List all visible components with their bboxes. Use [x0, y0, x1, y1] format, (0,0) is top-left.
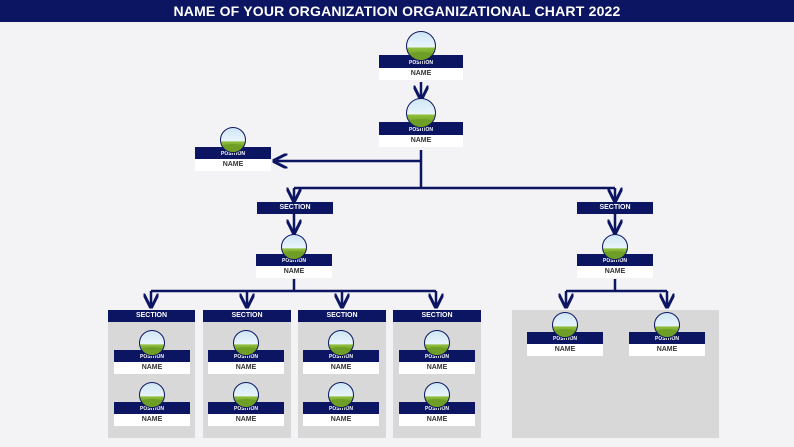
name-label: NAME — [208, 362, 284, 374]
name-label: NAME — [303, 414, 379, 426]
org-card-s2-b[interactable]: POSITION NAME — [208, 382, 284, 426]
avatar-photo-icon — [233, 330, 259, 356]
section-header-right: SECTION — [577, 202, 653, 214]
name-label: NAME — [527, 344, 603, 356]
position-label: POSITION — [629, 332, 705, 344]
org-card-left-manager[interactable]: POSITION NAME — [256, 234, 332, 278]
position-label: POSITION — [577, 254, 653, 266]
avatar-photo-icon — [602, 234, 628, 260]
section-header-1: SECTION — [108, 310, 195, 322]
org-card-right-manager[interactable]: POSITION NAME — [577, 234, 653, 278]
name-label: NAME — [208, 414, 284, 426]
name-label: NAME — [577, 266, 653, 278]
position-label: POSITION — [114, 402, 190, 414]
avatar-photo-icon — [139, 382, 165, 408]
org-card-second[interactable]: POSITION NAME — [379, 98, 463, 147]
position-label: POSITION — [379, 122, 463, 135]
avatar-photo-icon — [654, 312, 680, 338]
name-label: NAME — [303, 362, 379, 374]
avatar-photo-icon — [406, 31, 436, 61]
name-label: NAME — [379, 68, 463, 80]
org-card-s4-a[interactable]: POSITION NAME — [399, 330, 475, 374]
name-label: NAME — [379, 135, 463, 147]
position-label: POSITION — [114, 350, 190, 362]
position-label: POSITION — [256, 254, 332, 266]
name-label: NAME — [114, 362, 190, 374]
org-card-s3-a[interactable]: POSITION NAME — [303, 330, 379, 374]
section-panel-right — [512, 310, 719, 438]
avatar-photo-icon — [220, 127, 246, 153]
avatar-photo-icon — [233, 382, 259, 408]
name-label: NAME — [629, 344, 705, 356]
position-label: POSITION — [303, 350, 379, 362]
section-header-2: SECTION — [203, 310, 291, 322]
position-label: POSITION — [195, 147, 271, 159]
org-card-s3-b[interactable]: POSITION NAME — [303, 382, 379, 426]
avatar-photo-icon — [328, 382, 354, 408]
avatar-photo-icon — [328, 330, 354, 356]
org-card-right-a[interactable]: POSITION NAME — [527, 312, 603, 356]
org-card-s1-a[interactable]: POSITION NAME — [114, 330, 190, 374]
name-label: NAME — [399, 362, 475, 374]
position-label: POSITION — [527, 332, 603, 344]
name-label: NAME — [399, 414, 475, 426]
chart-title: NAME OF YOUR ORGANIZATION ORGANIZATIONAL… — [0, 0, 794, 22]
position-label: POSITION — [303, 402, 379, 414]
avatar-photo-icon — [281, 234, 307, 260]
position-label: POSITION — [208, 402, 284, 414]
org-card-s2-a[interactable]: POSITION NAME — [208, 330, 284, 374]
section-header-3: SECTION — [298, 310, 386, 322]
avatar-photo-icon — [552, 312, 578, 338]
avatar-photo-icon — [139, 330, 165, 356]
position-label: POSITION — [399, 402, 475, 414]
section-header-left: SECTION — [257, 202, 333, 214]
org-card-s4-b[interactable]: POSITION NAME — [399, 382, 475, 426]
avatar-photo-icon — [424, 330, 450, 356]
position-label: POSITION — [208, 350, 284, 362]
position-label: POSITION — [399, 350, 475, 362]
org-card-top[interactable]: POSITION NAME — [379, 31, 463, 80]
section-header-4: SECTION — [393, 310, 481, 322]
name-label: NAME — [256, 266, 332, 278]
name-label: NAME — [114, 414, 190, 426]
org-card-right-b[interactable]: POSITION NAME — [629, 312, 705, 356]
name-label: NAME — [195, 159, 271, 171]
org-card-s1-b[interactable]: POSITION NAME — [114, 382, 190, 426]
avatar-photo-icon — [424, 382, 450, 408]
org-card-assistant[interactable]: POSITION NAME — [195, 127, 271, 171]
position-label: POSITION — [379, 55, 463, 68]
avatar-photo-icon — [406, 98, 436, 128]
